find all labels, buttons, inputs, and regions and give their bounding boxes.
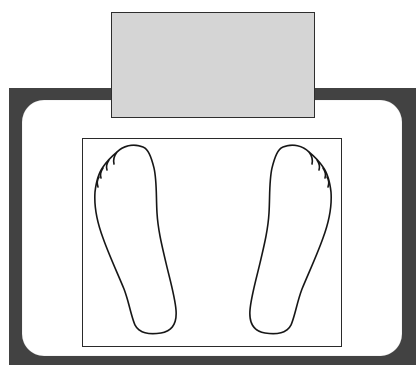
left-footprint-icon [95, 145, 176, 334]
right-footprint-icon [250, 145, 331, 334]
